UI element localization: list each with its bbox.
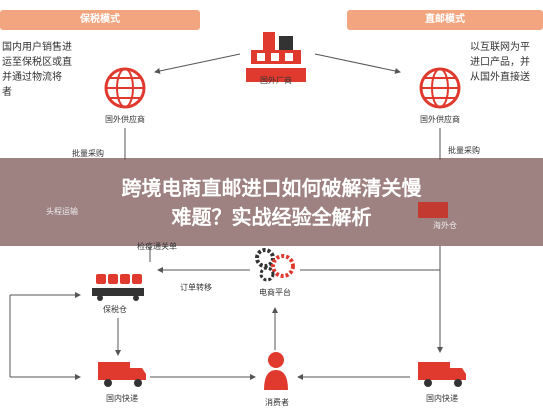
factory-icon <box>243 22 309 70</box>
domestic-express-right-label: 国内快递 <box>426 394 458 403</box>
banner-title-line2: 难题？实战经验全解析 <box>171 205 372 229</box>
foreign-merchant-label: 国外厂商 <box>260 76 292 85</box>
foreign-supplier-right-label: 国外供应商 <box>420 115 460 124</box>
direct-mail-mode-tag: 直邮模式 <box>347 10 543 30</box>
domestic-express-left-label: 国内快递 <box>106 394 138 403</box>
gear-icon <box>253 246 299 286</box>
bonded-warehouse-label: 保税仓 <box>103 305 127 314</box>
factory-base <box>246 68 306 82</box>
right-desc-line: 以互联网为平 <box>470 42 530 53</box>
overseas-warehouse-label: 海外仓 <box>433 221 457 230</box>
consumer-icon <box>262 350 290 396</box>
right-desc-line: 从国外直接送 <box>470 72 530 83</box>
warehouse-icon <box>86 272 146 306</box>
globe-icon <box>103 66 147 114</box>
right-desc-line: 进口产品，并 <box>470 57 530 68</box>
foreign-supplier-left-label: 国外供应商 <box>105 115 145 124</box>
bulk-purchase-right-label: 批量采购 <box>448 146 480 155</box>
customs-clearance-label: 检疫通关单 <box>137 242 177 251</box>
left-desc-line: 者 <box>2 87 12 98</box>
left-desc-line: 并通过物流将 <box>2 72 62 83</box>
banner-title-line1: 跨境电商直邮进口如何破解清关慢 <box>121 176 422 200</box>
ecommerce-platform-label: 电商平台 <box>259 288 291 297</box>
order-forward-label: 订单转移 <box>180 283 212 292</box>
left-desc-line: 运至保税区或直 <box>2 57 72 68</box>
overseas-warehouse-icon <box>418 202 448 218</box>
bonded-mode-tag: 保税模式 <box>0 10 200 30</box>
globe-icon <box>418 66 462 114</box>
title-banner <box>0 158 543 246</box>
truck-icon <box>98 358 148 392</box>
left-description: 国内用户销售进 运至保税区或直 并通过物流将 者 <box>2 40 72 100</box>
consumer-label: 消费者 <box>265 398 289 407</box>
bulk-purchase-left-label: 批量采购 <box>72 149 104 158</box>
right-description: 以互联网为平 进口产品，并 从国外直接送 <box>470 40 530 85</box>
left-desc-line: 国内用户销售进 <box>2 42 72 53</box>
first-leg-transport-label: 头程运输 <box>46 207 78 216</box>
truck-icon <box>418 358 468 392</box>
